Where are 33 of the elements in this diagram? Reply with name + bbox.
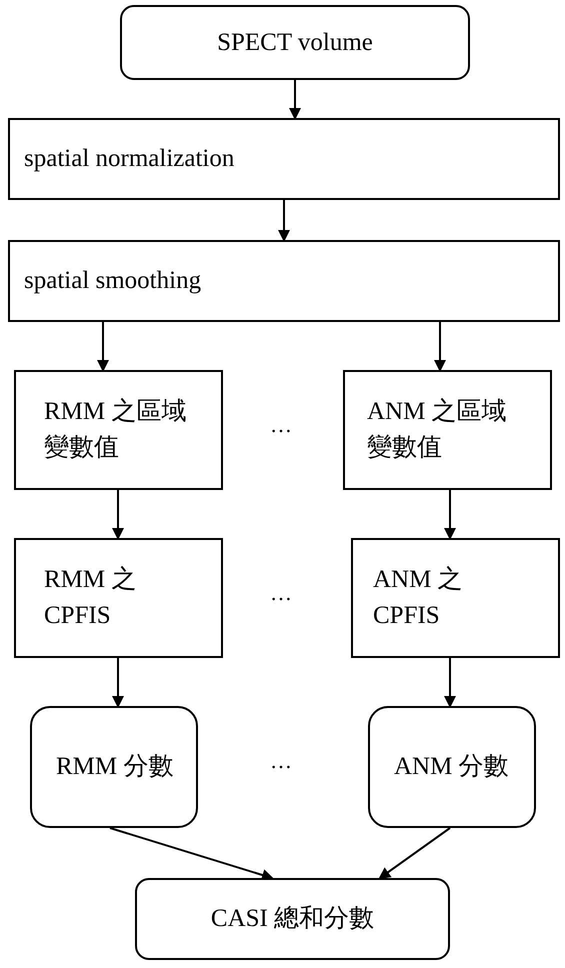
process-box [14, 370, 223, 490]
rounded-box [135, 878, 450, 960]
process-box [343, 370, 552, 490]
arrow [434, 322, 446, 372]
rounded-box [30, 706, 198, 828]
ellipsis: … [270, 412, 292, 438]
box-label: spatial normalization [24, 144, 234, 174]
process-box [8, 118, 560, 200]
box-label: SPECT volume [217, 28, 373, 58]
process-box [14, 538, 223, 658]
ellipsis: … [270, 748, 292, 774]
arrow [444, 490, 456, 540]
box-label: ANM 之 CPFIS [373, 565, 464, 631]
arrow [97, 322, 109, 372]
box-label: RMM 之 CPFIS [44, 565, 138, 631]
box-label: spatial smoothing [24, 266, 202, 296]
arrow [112, 490, 124, 540]
process-box [351, 538, 560, 658]
process-box [8, 240, 560, 322]
arrow [112, 658, 124, 708]
box-label: RMM 分數 [56, 752, 174, 782]
arrow [289, 80, 301, 120]
arrow [444, 658, 456, 708]
rounded-box [368, 706, 536, 828]
arrow [378, 827, 451, 880]
rounded-box [120, 5, 470, 80]
box-label: ANM 分數 [394, 752, 510, 782]
box-label: CASI 總和分數 [210, 904, 374, 934]
box-label: RMM 之區域變數值 [44, 397, 188, 463]
ellipsis: … [270, 580, 292, 606]
arrow [110, 827, 274, 881]
arrow [278, 200, 290, 242]
box-label: ANM 之區域變數值 [367, 397, 508, 463]
